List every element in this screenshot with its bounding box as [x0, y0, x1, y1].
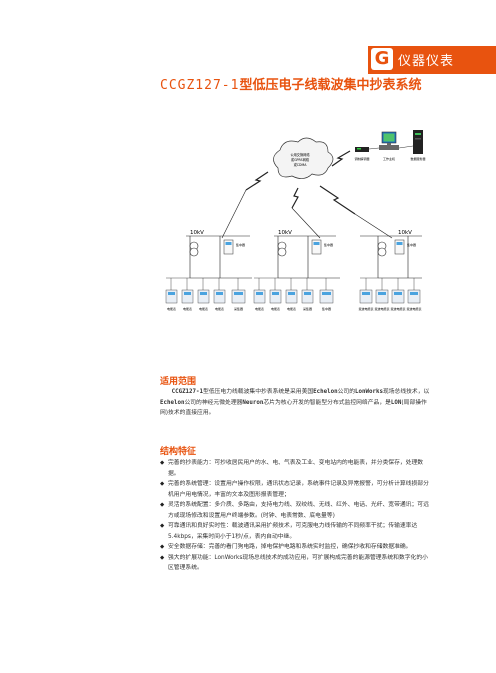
feature-list: 完善的抄表能力：可抄收居民用户的水、电、气表及工业、变电站内的电能表，并分类保存… [160, 458, 432, 574]
collector-label-3: 集中器 [407, 242, 416, 247]
modem-label: 调制解调器 [354, 156, 369, 161]
meter-label: 电能表 [199, 306, 208, 311]
meter-label: 电能表 [215, 306, 224, 311]
scope-text: 公司的神经元微处理器 [184, 399, 243, 406]
data-server: 数据服务器 [410, 130, 426, 161]
brand-neuron: Neuron [242, 399, 264, 406]
brand-echelon: Echelon [313, 389, 338, 395]
section-title-features: 结构特征 [160, 447, 197, 457]
collector-label-2: 集中器 [324, 242, 333, 247]
header-letter-badge: G [371, 48, 393, 70]
transformer-label-3: 10kV [398, 230, 412, 236]
meter-label: 载波电能表 [406, 306, 421, 311]
scope-text: 型低压电力线载波集中抄表系统是采用美国 [203, 389, 314, 395]
meter-label: 电能表 [183, 306, 192, 311]
meter-label: 载波电能表 [358, 306, 373, 311]
meter-label: 载波电能表 [374, 306, 389, 311]
scope-text: 公司的 [337, 389, 356, 395]
meter-label: 集中器 [322, 306, 331, 311]
work-host: 工作主机 [379, 131, 399, 161]
feature-item: 灵活的系统配置：多介质、多路由，支持电力线、双绞线、无线、红外、电话、光纤、宽带… [160, 500, 432, 521]
meter-label: 载波电能表 [390, 306, 405, 311]
feature-item: 完善的系统管理：设置用户操作权限，通讯状态记录，系统事件记录及异常报警，可分析计… [160, 479, 432, 500]
data-server-label: 数据服务器 [410, 156, 425, 161]
meter-label: 电能表 [167, 306, 176, 311]
scope-paragraph: CCGZ127-1型低压电力线载波集中抄表系统是采用美国Echelon公司的Lo… [160, 387, 432, 419]
meter-label: 采集器 [303, 306, 312, 311]
title-name: 型低压电子线载波集中抄表系统 [239, 78, 422, 93]
modem: 调制解调器 [354, 147, 370, 161]
page-title: CCGZ127-1型低压电子线载波集中抄表系统 [160, 74, 421, 93]
title-code: CCGZ127-1 [160, 78, 240, 93]
meter-label: 采集器 [234, 306, 243, 311]
scope-text: (局部操作网)技术的直接应用。 [160, 399, 427, 417]
feature-item: 可靠通讯和良好实时性：载波通讯采用扩频技术，可克服电力线传输的不同频率干扰；传输… [160, 521, 432, 542]
meter-label: 电能表 [255, 306, 264, 311]
section-title-scope: 适用范围 [160, 377, 197, 387]
wireless-links [245, 150, 356, 215]
meter-row: 电能表 电能表 电能表 电能表 采集器 电能表 电能表 电能表 采集器 集中器 … [165, 277, 422, 311]
transformer-label-1: 10kV [190, 230, 204, 236]
system-diagram: 公用交换网络 或GPRS网络 或CDMA 调制解调器 工作主机 数据服务器 10… [165, 130, 426, 311]
network-cloud: 公用交换网络 或GPRS网络 或CDMA [273, 137, 334, 179]
meter-label: 电能表 [271, 306, 280, 311]
meter-label: 电能表 [287, 306, 296, 311]
scope-code: CCGZ127-1 [171, 389, 204, 395]
work-host-label: 工作主机 [383, 156, 395, 161]
power-lines [186, 189, 422, 279]
brand-lonworks: LonWorks [355, 389, 383, 395]
scope-text: 现场总线技术，以 [382, 389, 430, 395]
cloud-label-3: 或CDMA [294, 162, 308, 167]
feature-item: 完善的抄表能力：可抄收居民用户的水、电、气表及工业、变电站内的电能表，并分类保存… [160, 458, 432, 479]
feature-item: 强大的扩展功能：LonWorks现场总线技术的成功应用，可扩展构成完善的能源管理… [160, 553, 432, 574]
cloud-label-2: 或GPRS网络 [291, 157, 310, 162]
scope-text: 芯片为核心开发的智能型分布式监控网络产品，是 [263, 399, 391, 406]
collectors: 集中器 集中器 集中器 [223, 239, 416, 255]
collector-label-1: 集中器 [236, 242, 245, 247]
header-category: 仪器仪表 [398, 54, 455, 69]
transformer-icons [189, 241, 387, 257]
cloud-label-1: 公用交换网络 [290, 152, 310, 157]
brand-echelon: Echelon [160, 399, 185, 406]
feature-item: 安全数据存储：完善的看门狗电路，掉电保护电路和系统实时监控，确保抄收和存储数据准… [160, 542, 432, 553]
transformer-label-2: 10kV [278, 230, 292, 236]
brand-lon: LON [390, 399, 402, 406]
